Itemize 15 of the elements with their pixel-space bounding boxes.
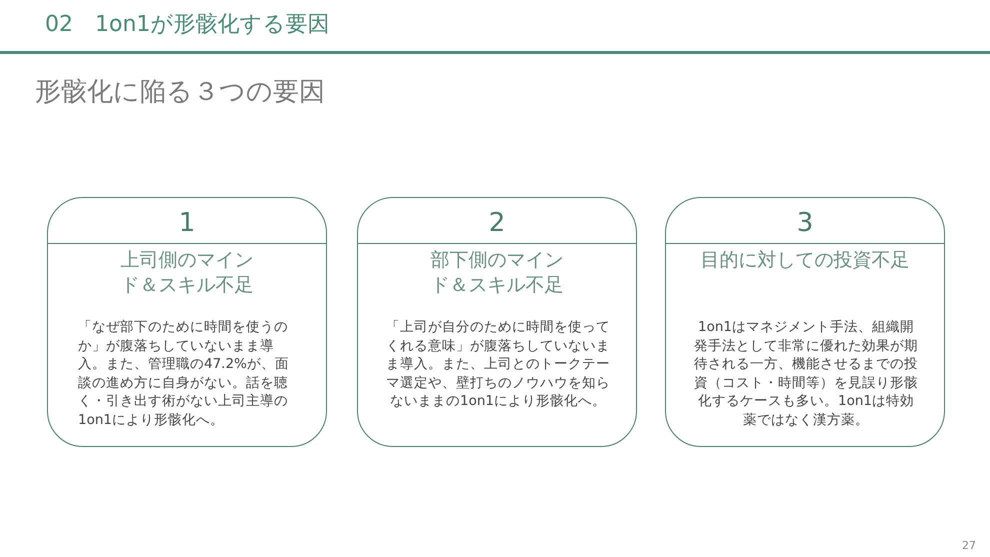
factor-heading: 上司側のマインド＆スキル不足	[120, 248, 254, 298]
slide-title: 02 1on1が形骸化する要因	[45, 11, 330, 39]
factor-description: 「なぜ部下のために時間を使うのか」が腹落ちしていないまま導入。また、管理職の47.2%が、面談の進め方に自身がない。話を聴く・引き出す術がない上司主導の1on1により形骸化へ。	[78, 318, 290, 429]
factor-description: 1on1はマネジメント手法、組織開発手法として非常に優れた効果が期待される一方、機能させるまでの投資（コスト・時間等）を見誤り形骸化するケースも多い。1on1は特効薬ではなく漢方薬。	[693, 318, 919, 429]
page-number: 27	[962, 539, 976, 553]
factor-card	[47, 197, 327, 447]
factor-card	[665, 197, 945, 447]
factor-number: 2	[488, 207, 506, 239]
factor-number: 1	[178, 207, 196, 239]
factor-heading: 目的に対しての投資不足	[700, 248, 910, 273]
factor-card	[357, 197, 637, 447]
factor-description: 「上司が自分のために時間を使ってくれる意味」が腹落ちしていないまま導入。また、上司とのトークテーマ選定や、壁打ちのノウハウを知らないままの1on1により形骸化へ。	[385, 318, 611, 410]
factor-number: 3	[796, 207, 814, 239]
section-heading: 形骸化に陥る３つの要因	[35, 76, 325, 109]
factor-heading: 部下側のマインド＆スキル不足	[430, 248, 564, 298]
